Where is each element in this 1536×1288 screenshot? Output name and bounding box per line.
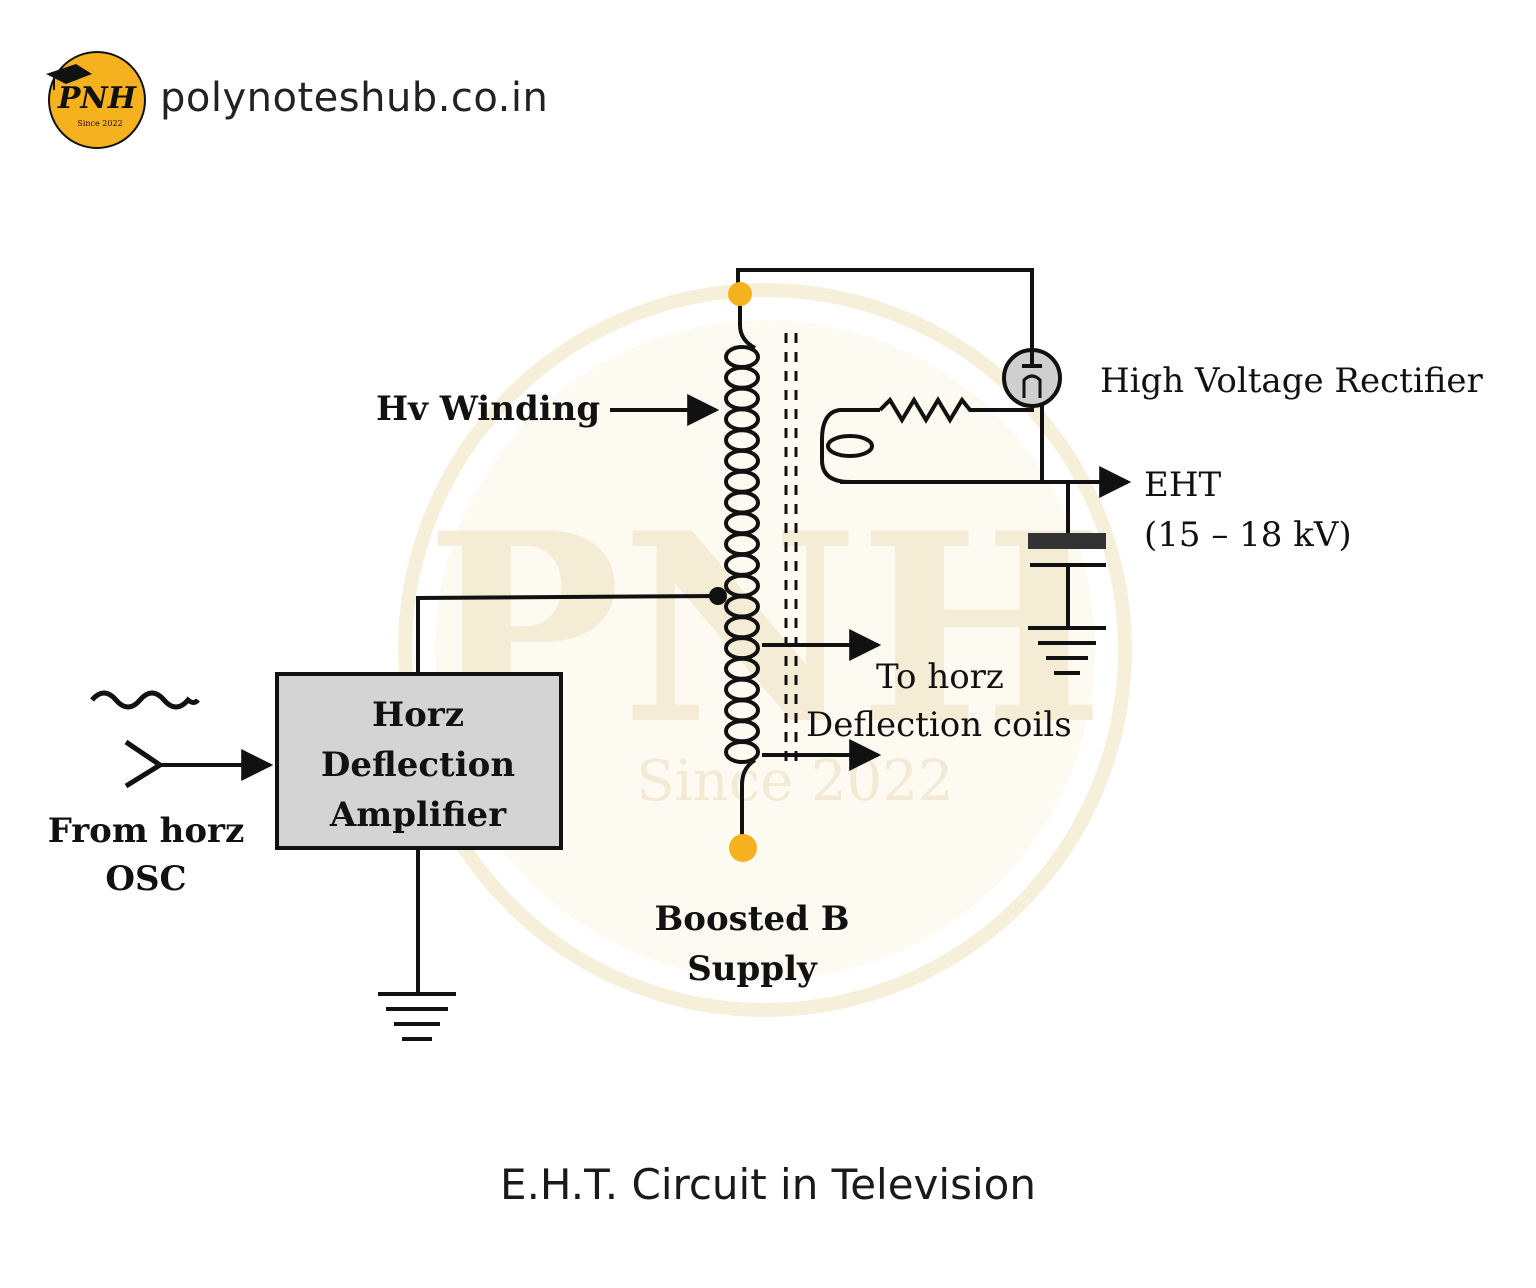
wiring <box>160 268 1132 994</box>
header: PNH Since 2022 polynoteshub.co.in <box>42 46 548 150</box>
horz-deflection-amplifier-block <box>275 672 563 850</box>
tap-wire <box>416 594 719 674</box>
tap-junction-dot <box>709 587 727 605</box>
label-eht-range: (15 – 18 kV) <box>1144 515 1352 555</box>
label-hv-winding: Hv Winding <box>376 389 600 429</box>
transformer-core <box>784 333 798 761</box>
watermark: PNH Since 2022 <box>398 283 1132 1017</box>
pnh-logo: PNH Since 2022 <box>42 46 146 150</box>
ground-symbol-left <box>378 992 456 1041</box>
sawtooth-signal-icon <box>90 690 200 710</box>
top-terminal-dot <box>728 282 752 306</box>
figure-caption: E.H.T. Circuit in Television <box>500 1160 1036 1209</box>
coil-turn <box>724 740 760 764</box>
capacitor-plate-top <box>1028 533 1106 549</box>
filament-resistor <box>878 390 1034 424</box>
label-hv-rectifier: High Voltage Rectifier <box>1100 361 1483 401</box>
hv-winding-coil <box>724 345 760 764</box>
logo-subtext: Since 2022 <box>77 119 122 128</box>
label-amp-line3: Amplifier <box>329 795 507 835</box>
graduation-cap-icon <box>46 64 92 84</box>
label-supply: Supply <box>687 949 818 989</box>
label-amp-line1: Horz <box>372 695 464 735</box>
label-deflection-coils: Deflection coils <box>806 705 1072 745</box>
site-name: polynoteshub.co.in <box>160 75 549 121</box>
rectifier-tube-icon <box>1002 348 1062 408</box>
input-chevron-icon <box>124 739 165 789</box>
bottom-terminal-dot <box>729 834 757 862</box>
label-eht: EHT <box>1144 465 1221 505</box>
filament-loop-inner <box>826 434 874 458</box>
winding-top-curve <box>738 324 756 350</box>
ground-symbol-right <box>1028 626 1106 675</box>
logo-text: PNH <box>57 81 138 116</box>
label-to-horz: To horz <box>876 657 1004 697</box>
label-from-horz: From horz <box>48 811 245 851</box>
label-osc: OSC <box>105 859 186 899</box>
logo-graphic: PNH Since 2022 <box>46 51 146 149</box>
label-amp-line2: Deflection <box>321 745 515 785</box>
filament-loop-outer <box>820 408 880 484</box>
label-boosted-b: Boosted B <box>655 899 850 939</box>
